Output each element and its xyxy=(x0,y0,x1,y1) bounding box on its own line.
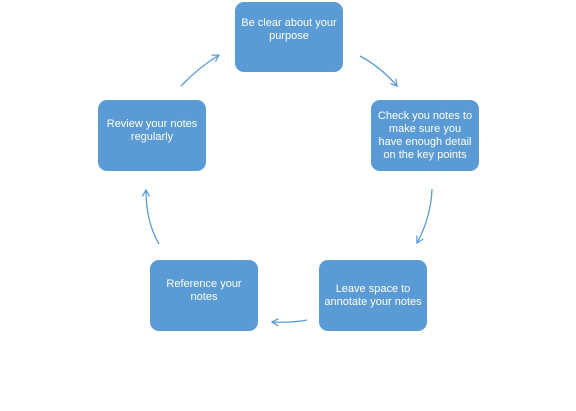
arrow-n3-to-n4 xyxy=(270,318,308,327)
step-label: Check you notes to make sure you have en… xyxy=(377,109,473,161)
step-label: Be clear about your purpose xyxy=(241,17,337,42)
step-label: Review your notes regularly xyxy=(106,117,198,143)
step-reference-notes: Reference your notes xyxy=(150,260,258,331)
step-check-notes-detail: Check you notes to make sure you have en… xyxy=(371,100,479,171)
step-review-notes: Review your notes regularly xyxy=(98,100,206,171)
arrow-n4-to-n5 xyxy=(141,188,160,245)
step-be-clear-purpose: Be clear about your purpose xyxy=(235,2,343,72)
step-leave-space-annotate: Leave space to annotate your notes xyxy=(319,260,427,331)
arrow-n1-to-n2 xyxy=(359,55,398,87)
arrow-n2-to-n3 xyxy=(416,188,433,245)
step-label: Leave space to annotate your notes xyxy=(324,282,422,308)
step-label: Reference your notes xyxy=(166,277,242,303)
arrow-n5-to-n1 xyxy=(180,54,221,87)
